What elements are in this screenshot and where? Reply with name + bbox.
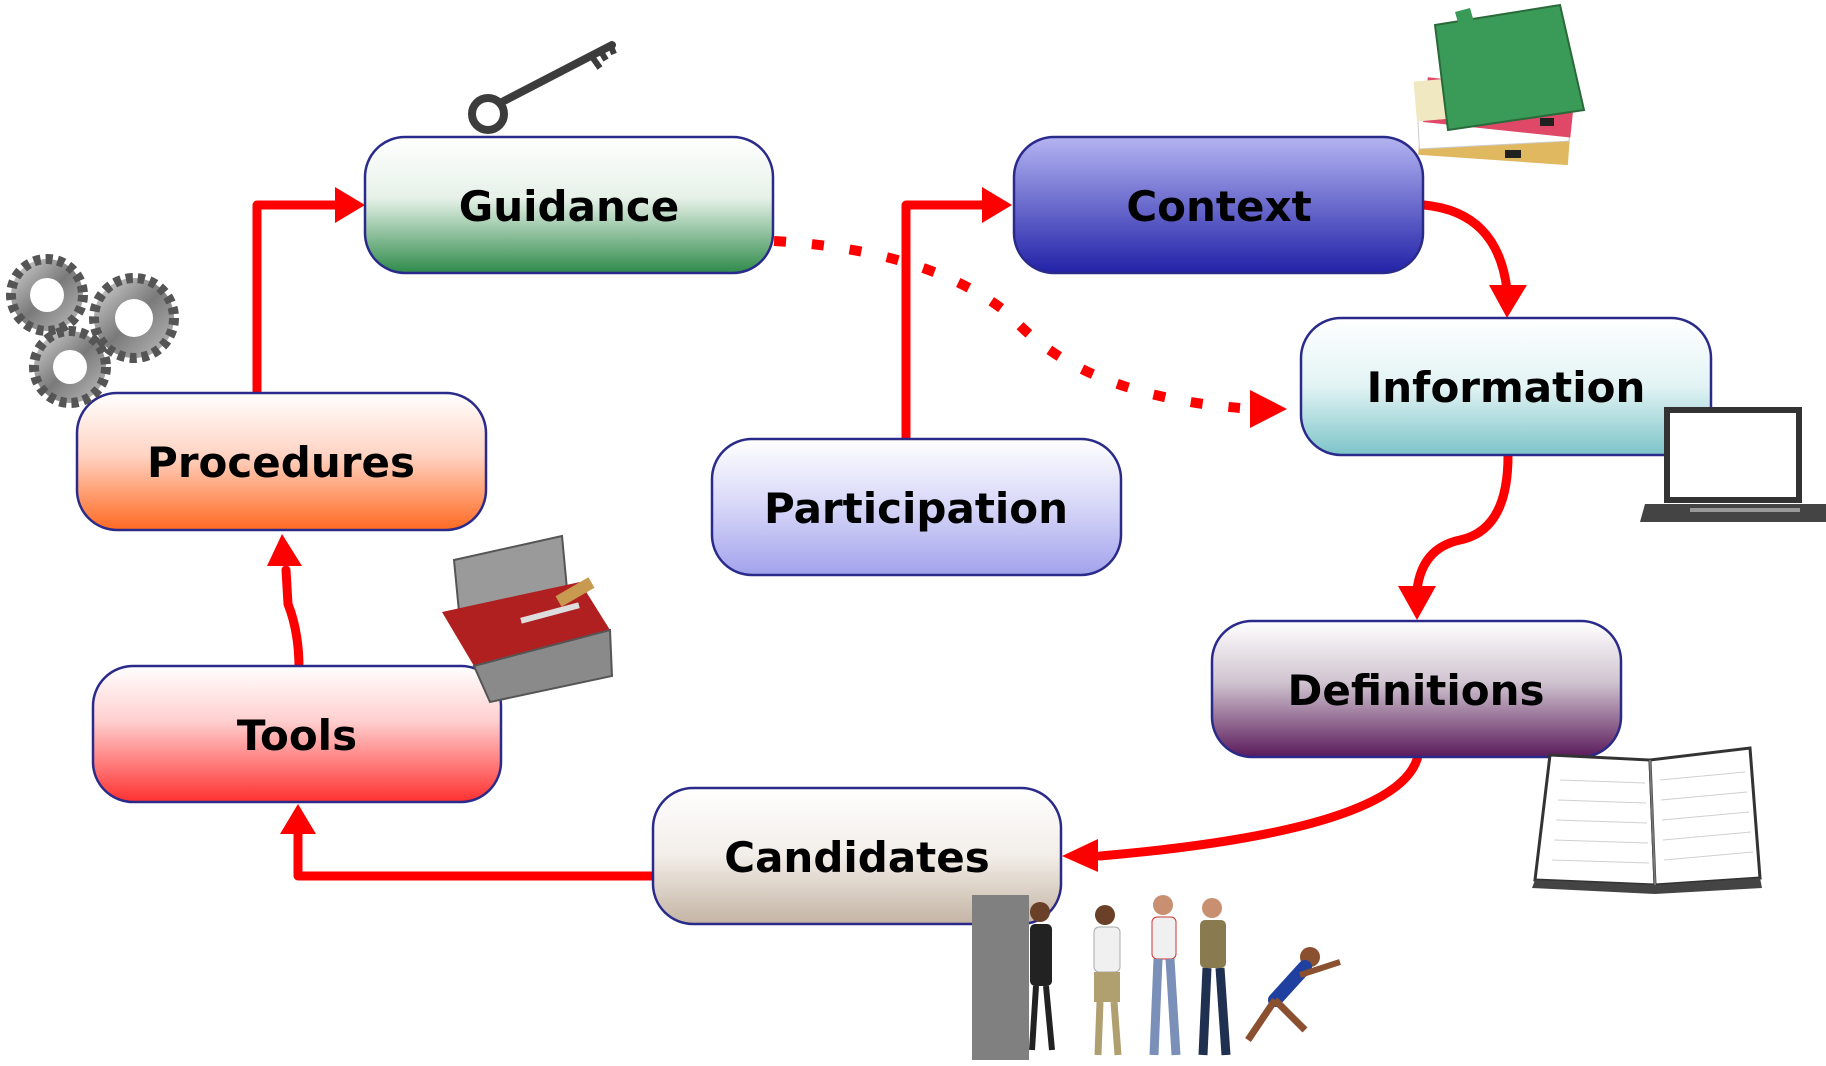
- arrowhead-procedures: [267, 534, 302, 566]
- toolbox-icon: [442, 534, 614, 704]
- edge-participation-context: [901, 200, 990, 443]
- edge-definitions-candidates: [1095, 751, 1423, 861]
- arrowhead-guidance: [335, 187, 365, 223]
- arrowhead-context: [982, 187, 1012, 223]
- node-label-information: Information: [1367, 363, 1646, 412]
- edge-tools-procedures: [281, 565, 304, 673]
- node-label-candidates: Candidates: [724, 833, 990, 882]
- folder-stack-icon: [1413, 3, 1586, 166]
- edge-candidates-tools: [293, 827, 657, 881]
- arrows: [252, 187, 1527, 881]
- dotted-edge-guidance-information: [773, 236, 1287, 428]
- node-label-participation: Participation: [764, 484, 1068, 533]
- people-icon: [972, 895, 1341, 1060]
- node-label-definitions: Definitions: [1287, 666, 1544, 715]
- edge-information-definitions: [1412, 451, 1513, 595]
- key-icon: [468, 41, 617, 134]
- edge-context-information: [1419, 200, 1512, 295]
- open-book-icon: [1532, 746, 1762, 894]
- arrowhead-candidates: [1062, 839, 1098, 872]
- arrowhead-tools: [280, 804, 316, 834]
- node-participation[interactable]: Participation: [710, 437, 1123, 577]
- arrowhead-information: [1489, 285, 1527, 318]
- node-guidance[interactable]: Guidance: [363, 135, 775, 275]
- gears-icon: [6, 254, 179, 408]
- arrowhead-definitions: [1398, 586, 1436, 620]
- node-label-guidance: Guidance: [459, 182, 679, 231]
- node-definitions[interactable]: Definitions: [1210, 619, 1623, 759]
- node-candidates[interactable]: Candidates: [651, 786, 1063, 926]
- node-label-procedures: Procedures: [147, 438, 415, 487]
- edge-procedures-guidance: [252, 200, 343, 397]
- node-procedures[interactable]: Procedures: [75, 391, 488, 532]
- arrowhead-dotted: [1250, 390, 1287, 428]
- node-tools[interactable]: Tools: [91, 664, 503, 804]
- node-label-tools: Tools: [237, 711, 357, 760]
- node-context[interactable]: Context: [1012, 135, 1425, 275]
- node-label-context: Context: [1126, 182, 1311, 231]
- laptop-icon: [1640, 407, 1826, 522]
- node-information[interactable]: Information: [1299, 316, 1713, 457]
